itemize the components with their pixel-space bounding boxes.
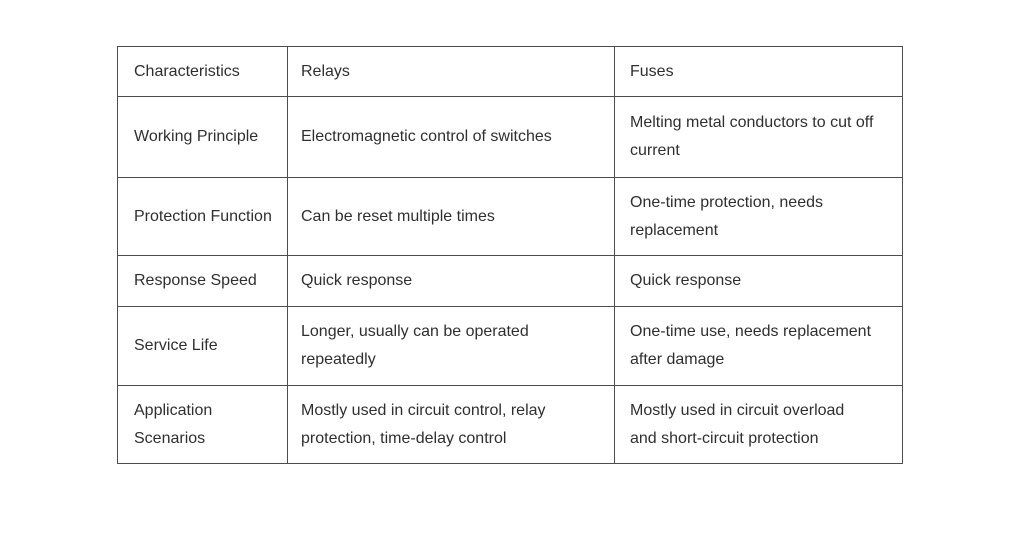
cell-fuses-value: Mostly used in circuit overload and shor…	[614, 385, 903, 464]
table-row-protection-function: Protection Function Can be reset multipl…	[117, 177, 903, 256]
table-row-working-principle: Working Principle Electromagnetic contro…	[117, 96, 903, 178]
cell-characteristic: Service Life	[117, 306, 288, 386]
cell-characteristic: Protection Function	[117, 177, 288, 256]
table-header-row: Characteristics Relays Fuses	[117, 46, 903, 97]
header-cell-relays: Relays	[287, 46, 615, 97]
header-cell-fuses: Fuses	[614, 46, 903, 97]
cell-relays-value: Mostly used in circuit control, relay pr…	[287, 385, 615, 464]
cell-relays-value: Can be reset multiple times	[287, 177, 615, 256]
table-row-response-speed: Response Speed Quick response Quick resp…	[117, 255, 903, 307]
header-cell-characteristics: Characteristics	[117, 46, 288, 97]
cell-fuses-value: One-time use, needs replacement after da…	[614, 306, 903, 386]
comparison-table-container: Characteristics Relays Fuses Working Pri…	[117, 46, 903, 464]
cell-characteristic: Working Principle	[117, 96, 288, 178]
cell-relays-value: Longer, usually can be operated repeated…	[287, 306, 615, 386]
cell-fuses-value: One-time protection, needs replacement	[614, 177, 903, 256]
table-row-application-scenarios: Application Scenarios Mostly used in cir…	[117, 385, 903, 464]
cell-fuses-value: Quick response	[614, 255, 903, 307]
relays-vs-fuses-table: Characteristics Relays Fuses Working Pri…	[117, 46, 903, 464]
table-row-service-life: Service Life Longer, usually can be oper…	[117, 306, 903, 386]
cell-fuses-value: Melting metal conductors to cut off curr…	[614, 96, 903, 178]
cell-relays-value: Quick response	[287, 255, 615, 307]
cell-relays-value: Electromagnetic control of switches	[287, 96, 615, 178]
cell-characteristic: Response Speed	[117, 255, 288, 307]
cell-characteristic: Application Scenarios	[117, 385, 288, 464]
